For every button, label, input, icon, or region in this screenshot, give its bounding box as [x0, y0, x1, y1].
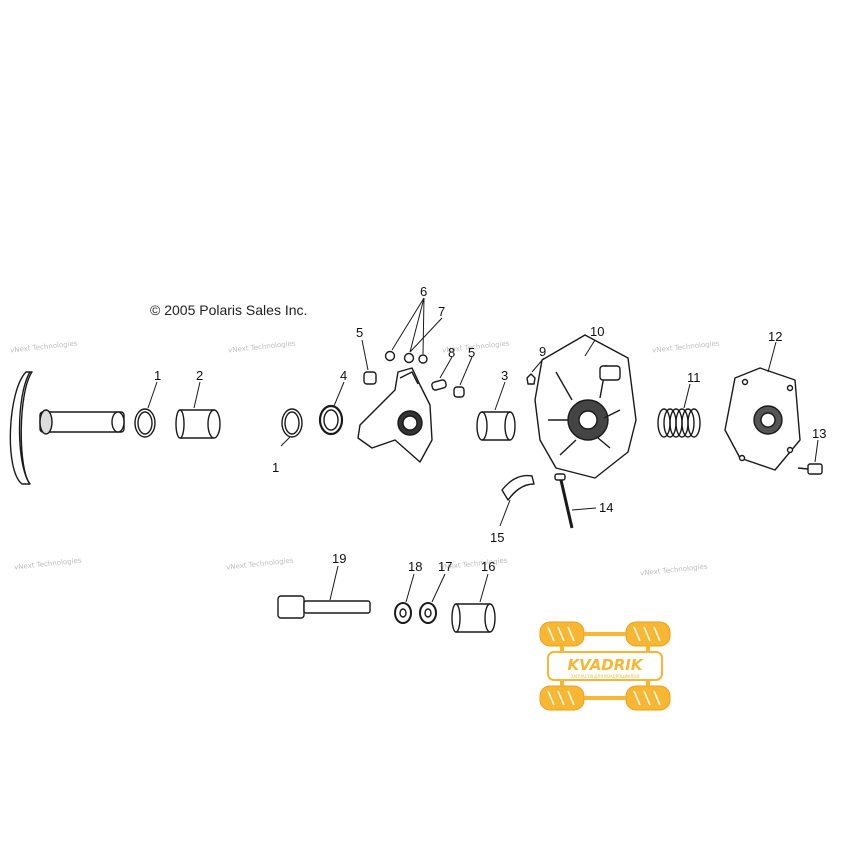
- logo-tire-icon: [625, 621, 671, 647]
- callout-18: 18: [408, 559, 422, 574]
- part-5-roller: [363, 371, 377, 385]
- part-14-pin: [554, 473, 574, 529]
- callout-17: 17: [438, 559, 452, 574]
- part-13-bolt: [797, 463, 823, 475]
- callout-10: 10: [590, 324, 604, 339]
- callout-16: 16: [481, 559, 495, 574]
- callout-1: 1: [154, 368, 161, 383]
- part-11-spring: [657, 408, 701, 438]
- callout-6: 6: [420, 284, 427, 299]
- callout-12: 12: [768, 329, 782, 344]
- part-6-ring-b: [403, 352, 415, 364]
- callout-7: 7: [438, 304, 445, 319]
- part-7-ring: [418, 354, 428, 364]
- callout-1b: 1: [272, 460, 279, 475]
- part-8-pin: [431, 379, 447, 391]
- callout-5b: 5: [468, 345, 475, 360]
- part-1-ring: [134, 408, 156, 438]
- kvadrik-logo: KVADRIK ЗАПЧАСТИ ДЛЯ КВАДРОЦИКЛОВ: [539, 621, 671, 711]
- callout-9: 9: [539, 344, 546, 359]
- part-18-washer: [394, 602, 412, 624]
- callout-numbers: 1 2 1 4 5 6 7 8 5 3 9 10 11 12 13 14 15 …: [154, 284, 826, 574]
- part-6-ring: [384, 350, 396, 362]
- part-17-washer: [419, 602, 437, 624]
- part-5-roller-b: [453, 386, 465, 398]
- callout-3: 3: [501, 368, 508, 383]
- callout-13: 13: [812, 426, 826, 441]
- logo-tire-icon: [539, 685, 585, 711]
- callout-15: 15: [490, 530, 504, 545]
- callout-11: 11: [687, 370, 701, 385]
- part-15-weight: [501, 474, 535, 501]
- part-19-bolt: [277, 595, 371, 619]
- callout-5: 5: [356, 325, 363, 340]
- logo-tagline: ЗАПЧАСТИ ДЛЯ КВАДРОЦИКЛОВ: [571, 674, 640, 679]
- part-4-ring: [318, 404, 344, 436]
- fixed-sheave: [9, 371, 125, 485]
- callout-8: 8: [448, 345, 455, 360]
- part-1-ring-b: [281, 408, 303, 438]
- part-3-bushing: [476, 411, 516, 441]
- leader-lines: [147, 297, 819, 603]
- callout-14: 14: [599, 500, 613, 515]
- copyright-notice: © 2005 Polaris Sales Inc.: [150, 302, 308, 318]
- part-12-cover: [724, 367, 801, 471]
- logo-name: KVADRIK: [567, 656, 643, 674]
- callout-2: 2: [196, 368, 203, 383]
- part-10-sheave: [534, 334, 637, 479]
- spider: [357, 367, 433, 463]
- part-16-spacer: [451, 603, 496, 633]
- logo-tire-icon: [625, 685, 671, 711]
- part-2-bushing: [175, 409, 221, 439]
- part-9-screw: [526, 373, 536, 385]
- callout-19: 19: [332, 551, 346, 566]
- callout-4: 4: [340, 368, 347, 383]
- logo-tire-icon: [539, 621, 585, 647]
